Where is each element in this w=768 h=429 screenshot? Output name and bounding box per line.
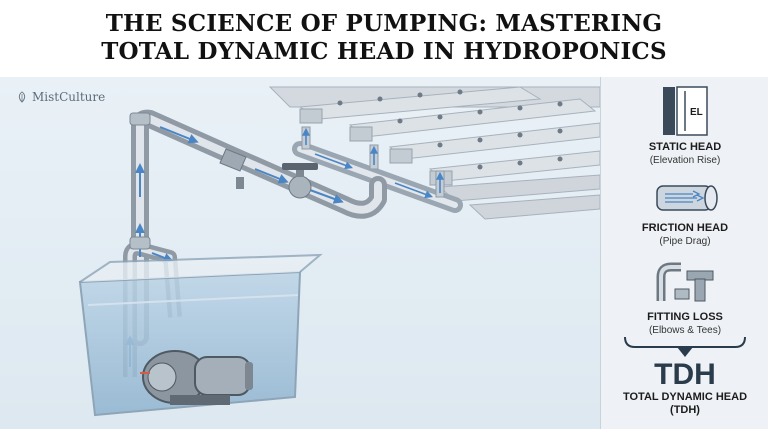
elevation-icon: EL xyxy=(663,86,708,136)
fitting-loss-title: FITTING LOSS xyxy=(647,311,723,323)
legend-fitting-loss: FITTING LOSS (Elbows & Tees) xyxy=(601,311,768,337)
sum-bracket-icon xyxy=(624,336,746,357)
friction-head-subtitle: (Pipe Drag) xyxy=(659,236,711,247)
pump-system-illustration xyxy=(0,77,600,429)
legend-static-head: STATIC HEAD (Elevation Rise) xyxy=(601,141,768,167)
title-line-2: TOTAL DYNAMIC HEAD IN HYDROPONICS xyxy=(101,38,667,65)
brand-name: MistCulture xyxy=(32,90,106,104)
nft-channels xyxy=(268,86,600,220)
static-head-subtitle: (Elevation Rise) xyxy=(649,155,721,166)
leaf-icon xyxy=(18,91,26,103)
tdh-full-name: TOTAL DYNAMIC HEAD xyxy=(622,391,748,403)
tdh-abbreviation: (TDH) xyxy=(670,404,700,416)
valve-and-unions xyxy=(129,112,318,250)
tdh-abbreviation-large: TDH xyxy=(654,358,716,391)
legend-friction-head: FRICTION HEAD (Pipe Drag) xyxy=(601,222,768,248)
brand-mark: MistCulture xyxy=(16,90,105,104)
pipe-friction-icon xyxy=(656,185,718,211)
static-head-title: STATIC HEAD xyxy=(648,141,722,153)
pump xyxy=(140,350,253,405)
legend-panel: EL STATIC HEAD (Elevation Rise) FRICTION… xyxy=(600,77,768,429)
legend-tdh: TDH TOTAL DYNAMIC HEAD (TDH) xyxy=(601,359,768,417)
title-line-1: THE SCIENCE OF PUMPING: MASTERING xyxy=(105,10,663,37)
fitting-loss-subtitle: (Elbows & Tees) xyxy=(648,325,722,336)
title-banner: THE SCIENCE OF PUMPING: MASTERING TOTAL … xyxy=(0,0,768,76)
elevation-icon-label: EL xyxy=(690,107,703,118)
pipe-fittings-icon xyxy=(656,262,714,302)
friction-head-title: FRICTION HEAD xyxy=(641,222,729,234)
system-diagram xyxy=(78,86,600,417)
